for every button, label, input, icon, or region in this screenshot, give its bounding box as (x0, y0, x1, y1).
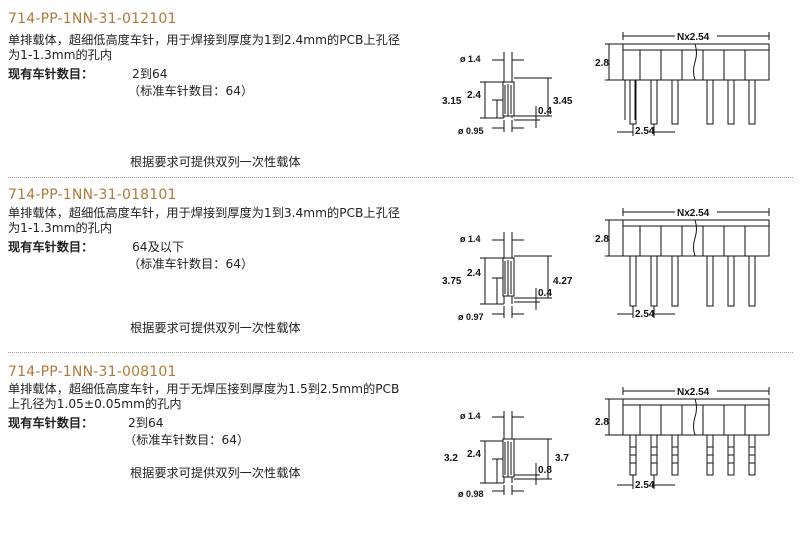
pin-count-value: 2到64 (132, 67, 168, 81)
side-diam-top: ø 1.4 (460, 234, 481, 244)
standard-pin-count: （标准车针数目：64） (124, 433, 250, 447)
side-diam-top: ø 1.4 (460, 411, 481, 421)
front-pitch-label: Nx2.54 (677, 208, 710, 219)
side-left-total: 3.15 (442, 96, 462, 107)
side-diam-bottom: ø 0.98 (458, 489, 484, 499)
side-right-total: 4.27 (553, 276, 573, 287)
standard-pin-count: （标准车针数目：64） (128, 257, 254, 271)
dual-row-note: 根据要求可提供双列一次性载体 (130, 321, 301, 335)
side-right-small: 0.4 (538, 106, 552, 117)
part-number: 714-PP-1NN-31-008101 (8, 364, 177, 380)
side-diam-bottom: ø 0.97 (458, 312, 484, 322)
side-right-total: 3.45 (553, 96, 573, 107)
front-view-drawing: Nx2.54 2.8 2.54 (595, 32, 770, 137)
section-divider (8, 177, 793, 178)
side-right-small: 0.8 (538, 465, 552, 476)
pin-count-value: 2到64 (128, 416, 164, 430)
front-height: 2.8 (595, 234, 609, 245)
side-view-drawing: ø 1.4 3.75 2.4 4.27 0.4 ø 0.97 (442, 232, 573, 322)
standard-pin-count: （标准车针数目：64） (128, 84, 254, 98)
front-pitch: 2.54 (635, 309, 655, 320)
side-left-mid: 2.4 (467, 449, 481, 460)
product-section-2: 714-PP-1NN-31-018101 单排载体，超细低高度车针，用于焊接到厚… (0, 178, 800, 353)
part-number: 714-PP-1NN-31-012101 (8, 11, 177, 27)
front-pitch-label: Nx2.54 (677, 32, 710, 43)
product-description: 单排载体，超细低高度车针，用于焊接到厚度为1到3.4mm的PCB上孔径为1-1.… (8, 206, 400, 235)
pin-count-value: 64及以下 (132, 240, 185, 254)
side-diam-top: ø 1.4 (460, 54, 481, 64)
part-number: 714-PP-1NN-31-018101 (8, 187, 177, 203)
dual-row-note: 根据要求可提供双列一次性载体 (130, 466, 301, 480)
front-height: 2.8 (595, 417, 609, 428)
dual-row-note: 根据要求可提供双列一次性载体 (130, 155, 301, 169)
side-right-small: 0.4 (538, 288, 552, 299)
side-right-total: 3.7 (555, 453, 569, 464)
side-left-total: 3.75 (442, 276, 462, 287)
front-pitch: 2.54 (635, 126, 655, 137)
front-view-drawing: Nx2.54 2.8 2.54 (595, 208, 770, 320)
front-view-drawing: Nx2.54 2.8 2.54 (595, 387, 770, 491)
pin-count-label: 现有车针数目： (8, 67, 94, 81)
side-left-mid: 2.4 (467, 90, 481, 101)
pin-count-label: 现有车针数目： (8, 240, 94, 254)
product-description: 单排载体，超细低高度车针，用于无焊压接到厚度为1.5到2.5mm的PCB上孔径为… (8, 382, 400, 411)
section-divider (8, 352, 793, 353)
side-left-mid: 2.4 (467, 268, 481, 279)
product-section-3: 714-PP-1NN-31-008101 单排载体，超细低高度车针，用于无焊压接… (0, 353, 800, 547)
front-pitch: 2.54 (635, 480, 655, 491)
front-pitch-label: Nx2.54 (677, 387, 710, 398)
pin-count-label: 现有车针数目： (8, 416, 94, 430)
side-diam-bottom: ø 0.95 (458, 126, 484, 136)
side-left-total: 3.2 (444, 453, 458, 464)
product-description: 单排载体，超细低高度车针，用于焊接到厚度为1到2.4mm的PCB上孔径为1-1.… (8, 33, 400, 62)
side-view-drawing: ø 1.4 3.2 2.4 3.7 0.8 ø 0.98 (444, 411, 569, 499)
product-section-1: 714-PP-1NN-31-012101 单排载体，超细低高度车针，用于焊接到厚… (0, 0, 800, 175)
side-view-drawing: ø 1.4 3.15 2.4 3.45 0.4 ø 0.95 (442, 52, 573, 136)
front-height: 2.8 (595, 58, 609, 69)
